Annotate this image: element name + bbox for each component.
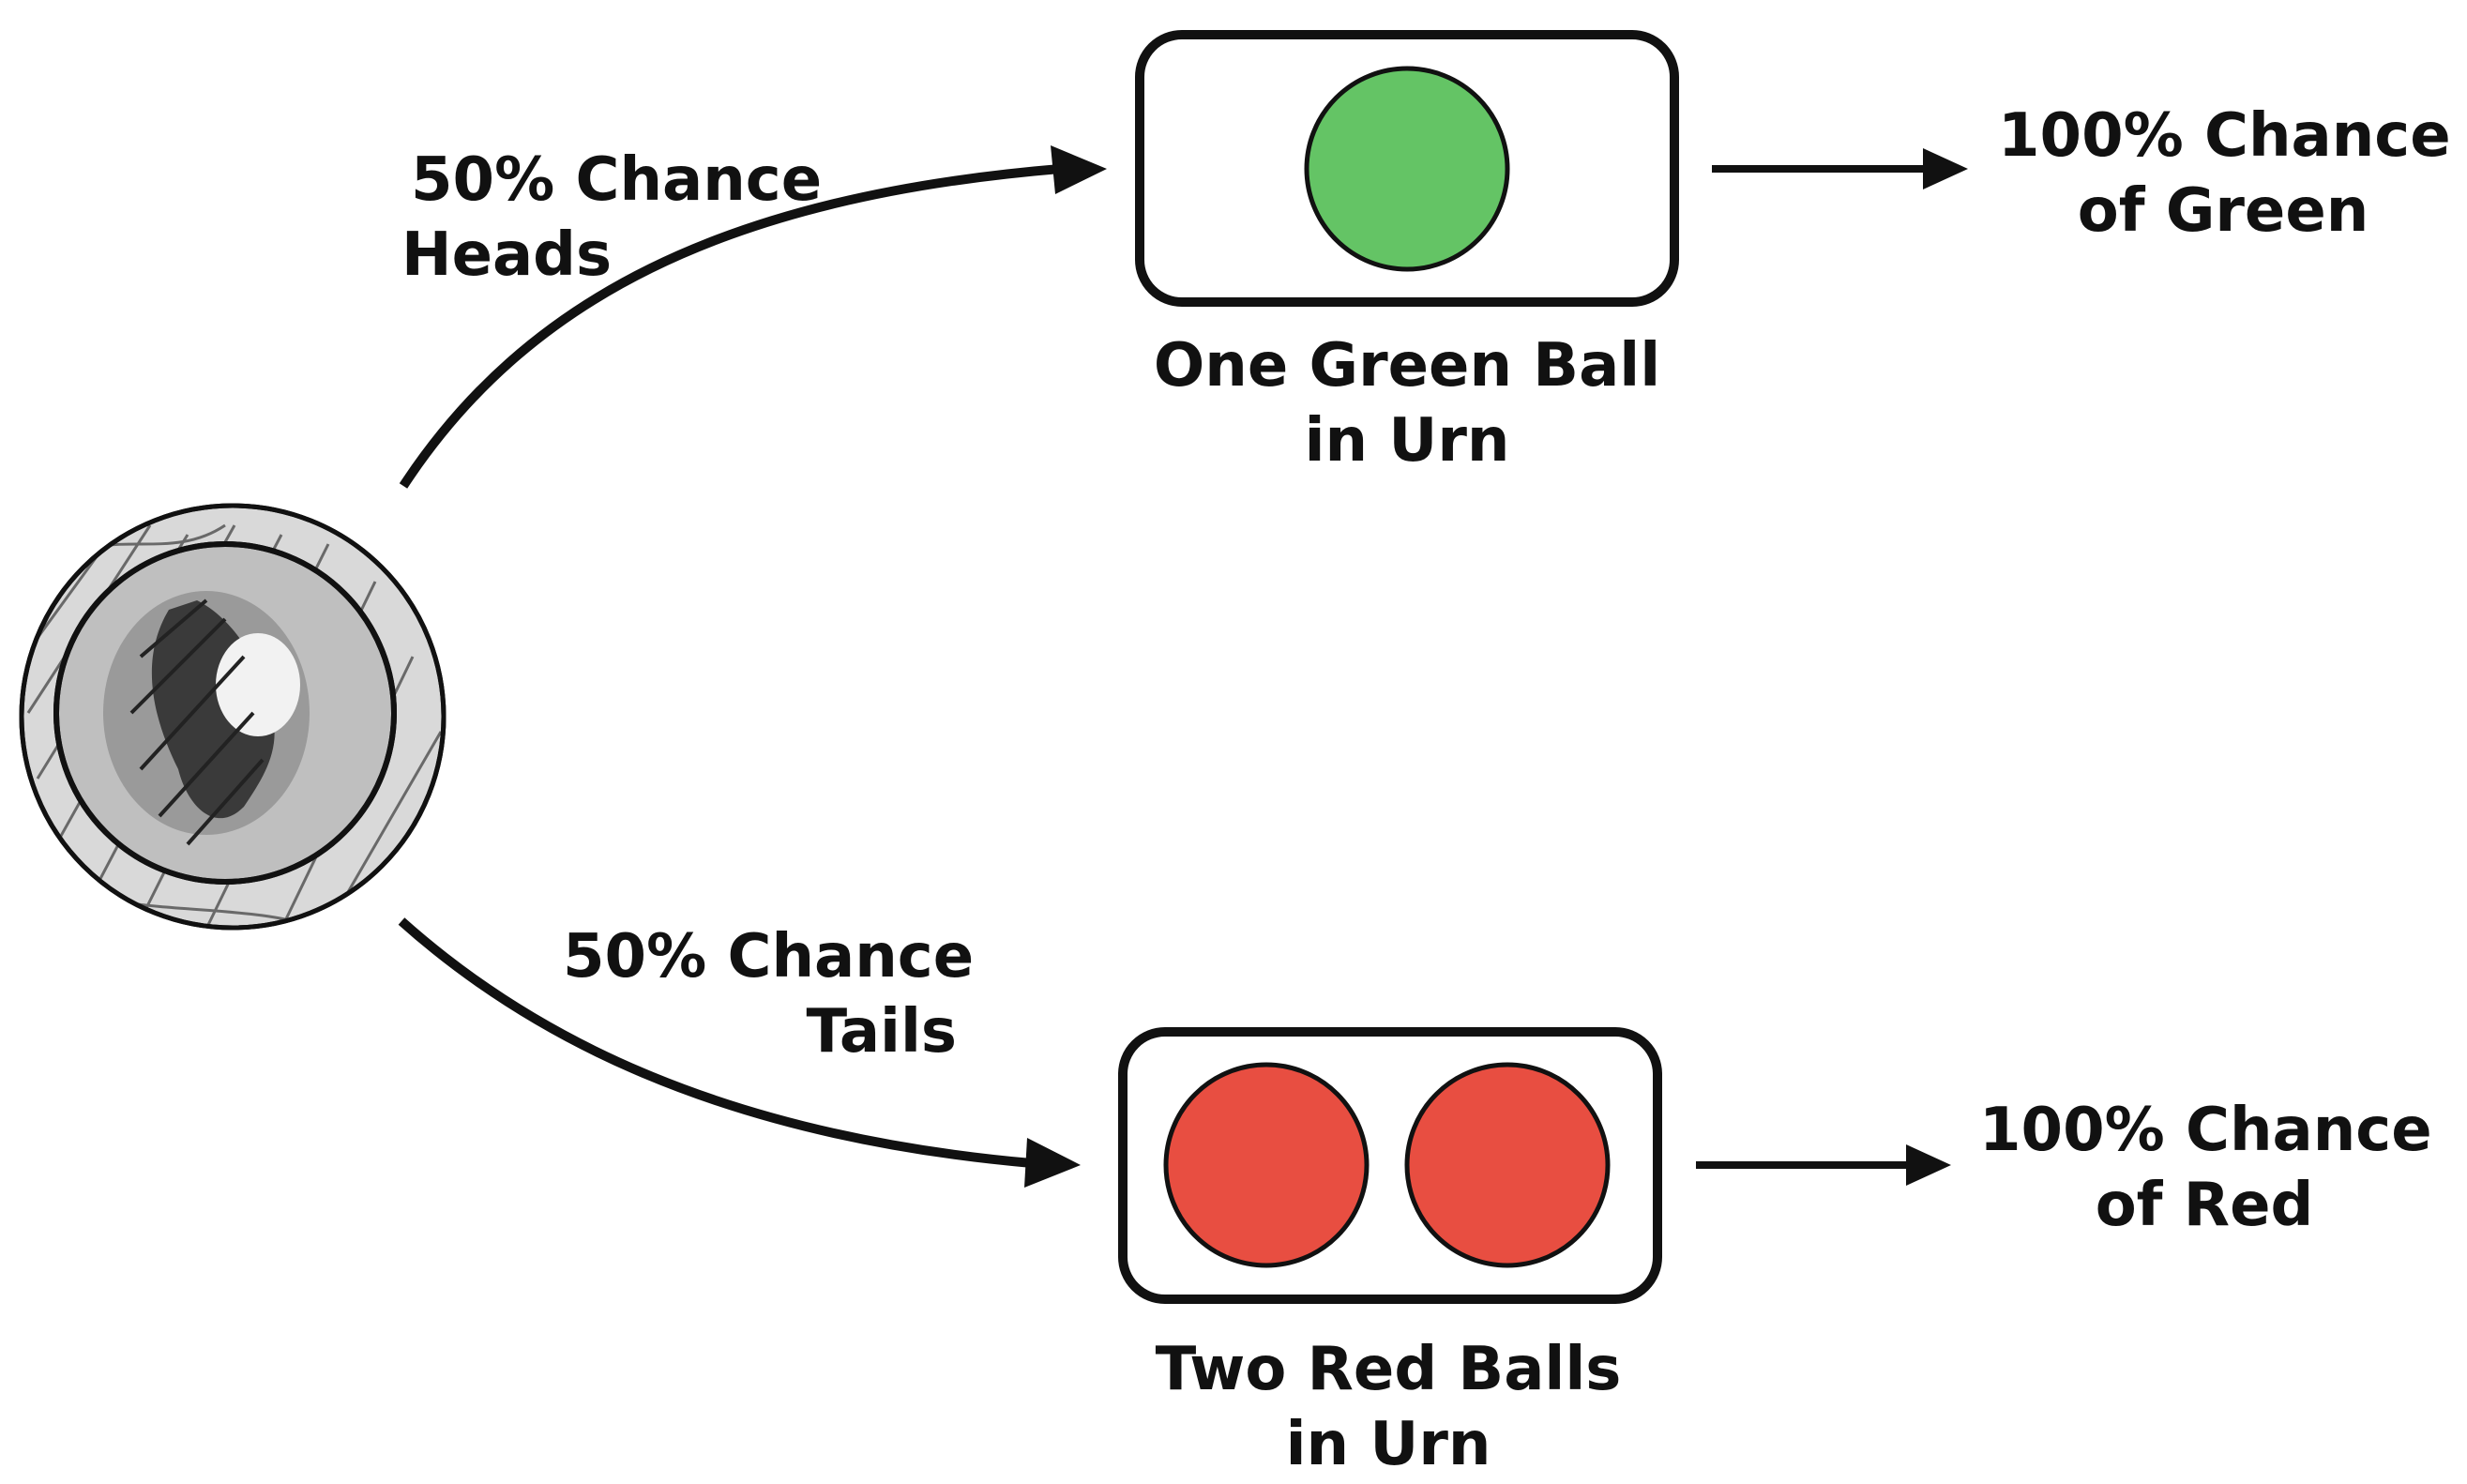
heads-probability-line2: Heads [401,220,613,290]
heads-outcome-line1: 100% Chance [1998,101,2451,171]
coin-icon [19,503,446,931]
tails-branch-arrow-line [398,917,1033,1168]
red-ball-left [1163,1062,1370,1268]
tails-outcome-line2: of Red [2095,1171,2314,1240]
tails-outcome-line1: 100% Chance [1979,1096,2432,1165]
heads-outcome-label: 100% Chance of Green [1998,98,2451,249]
tails-probability-line1: 50% Chance [563,922,975,992]
tails-outcome-label: 100% Chance of Red [1979,1093,2432,1243]
tails-probability-line2: Tails [806,997,957,1067]
heads-urn-caption: One Green Ball in Urn [1126,328,1688,478]
tails-urn-caption-line1: Two Red Balls [1155,1335,1622,1404]
tails-outcome-arrowhead [1906,1144,1951,1186]
heads-outcome-arrowhead [1923,148,1968,189]
heads-probability-line1: 50% Chance [411,145,823,215]
heads-urn-caption-line2: in Urn [1304,406,1510,476]
heads-outcome-line2: of Green [2077,176,2369,246]
tails-branch-arrowhead [1024,1138,1081,1188]
tails-probability-label: 50% Chance Tails [563,919,975,1069]
tails-urn-caption-line2: in Urn [1285,1410,1491,1479]
green-ball [1304,66,1510,272]
heads-urn-caption-line1: One Green Ball [1153,331,1661,401]
heads-probability-label: 50% Chance Heads [401,143,822,293]
red-ball-right [1404,1062,1611,1268]
heads-branch-arrowhead [1051,145,1107,194]
tails-urn-caption: Two Red Balls in Urn [1107,1332,1670,1482]
heads-branch-arrow-line [399,164,1061,489]
